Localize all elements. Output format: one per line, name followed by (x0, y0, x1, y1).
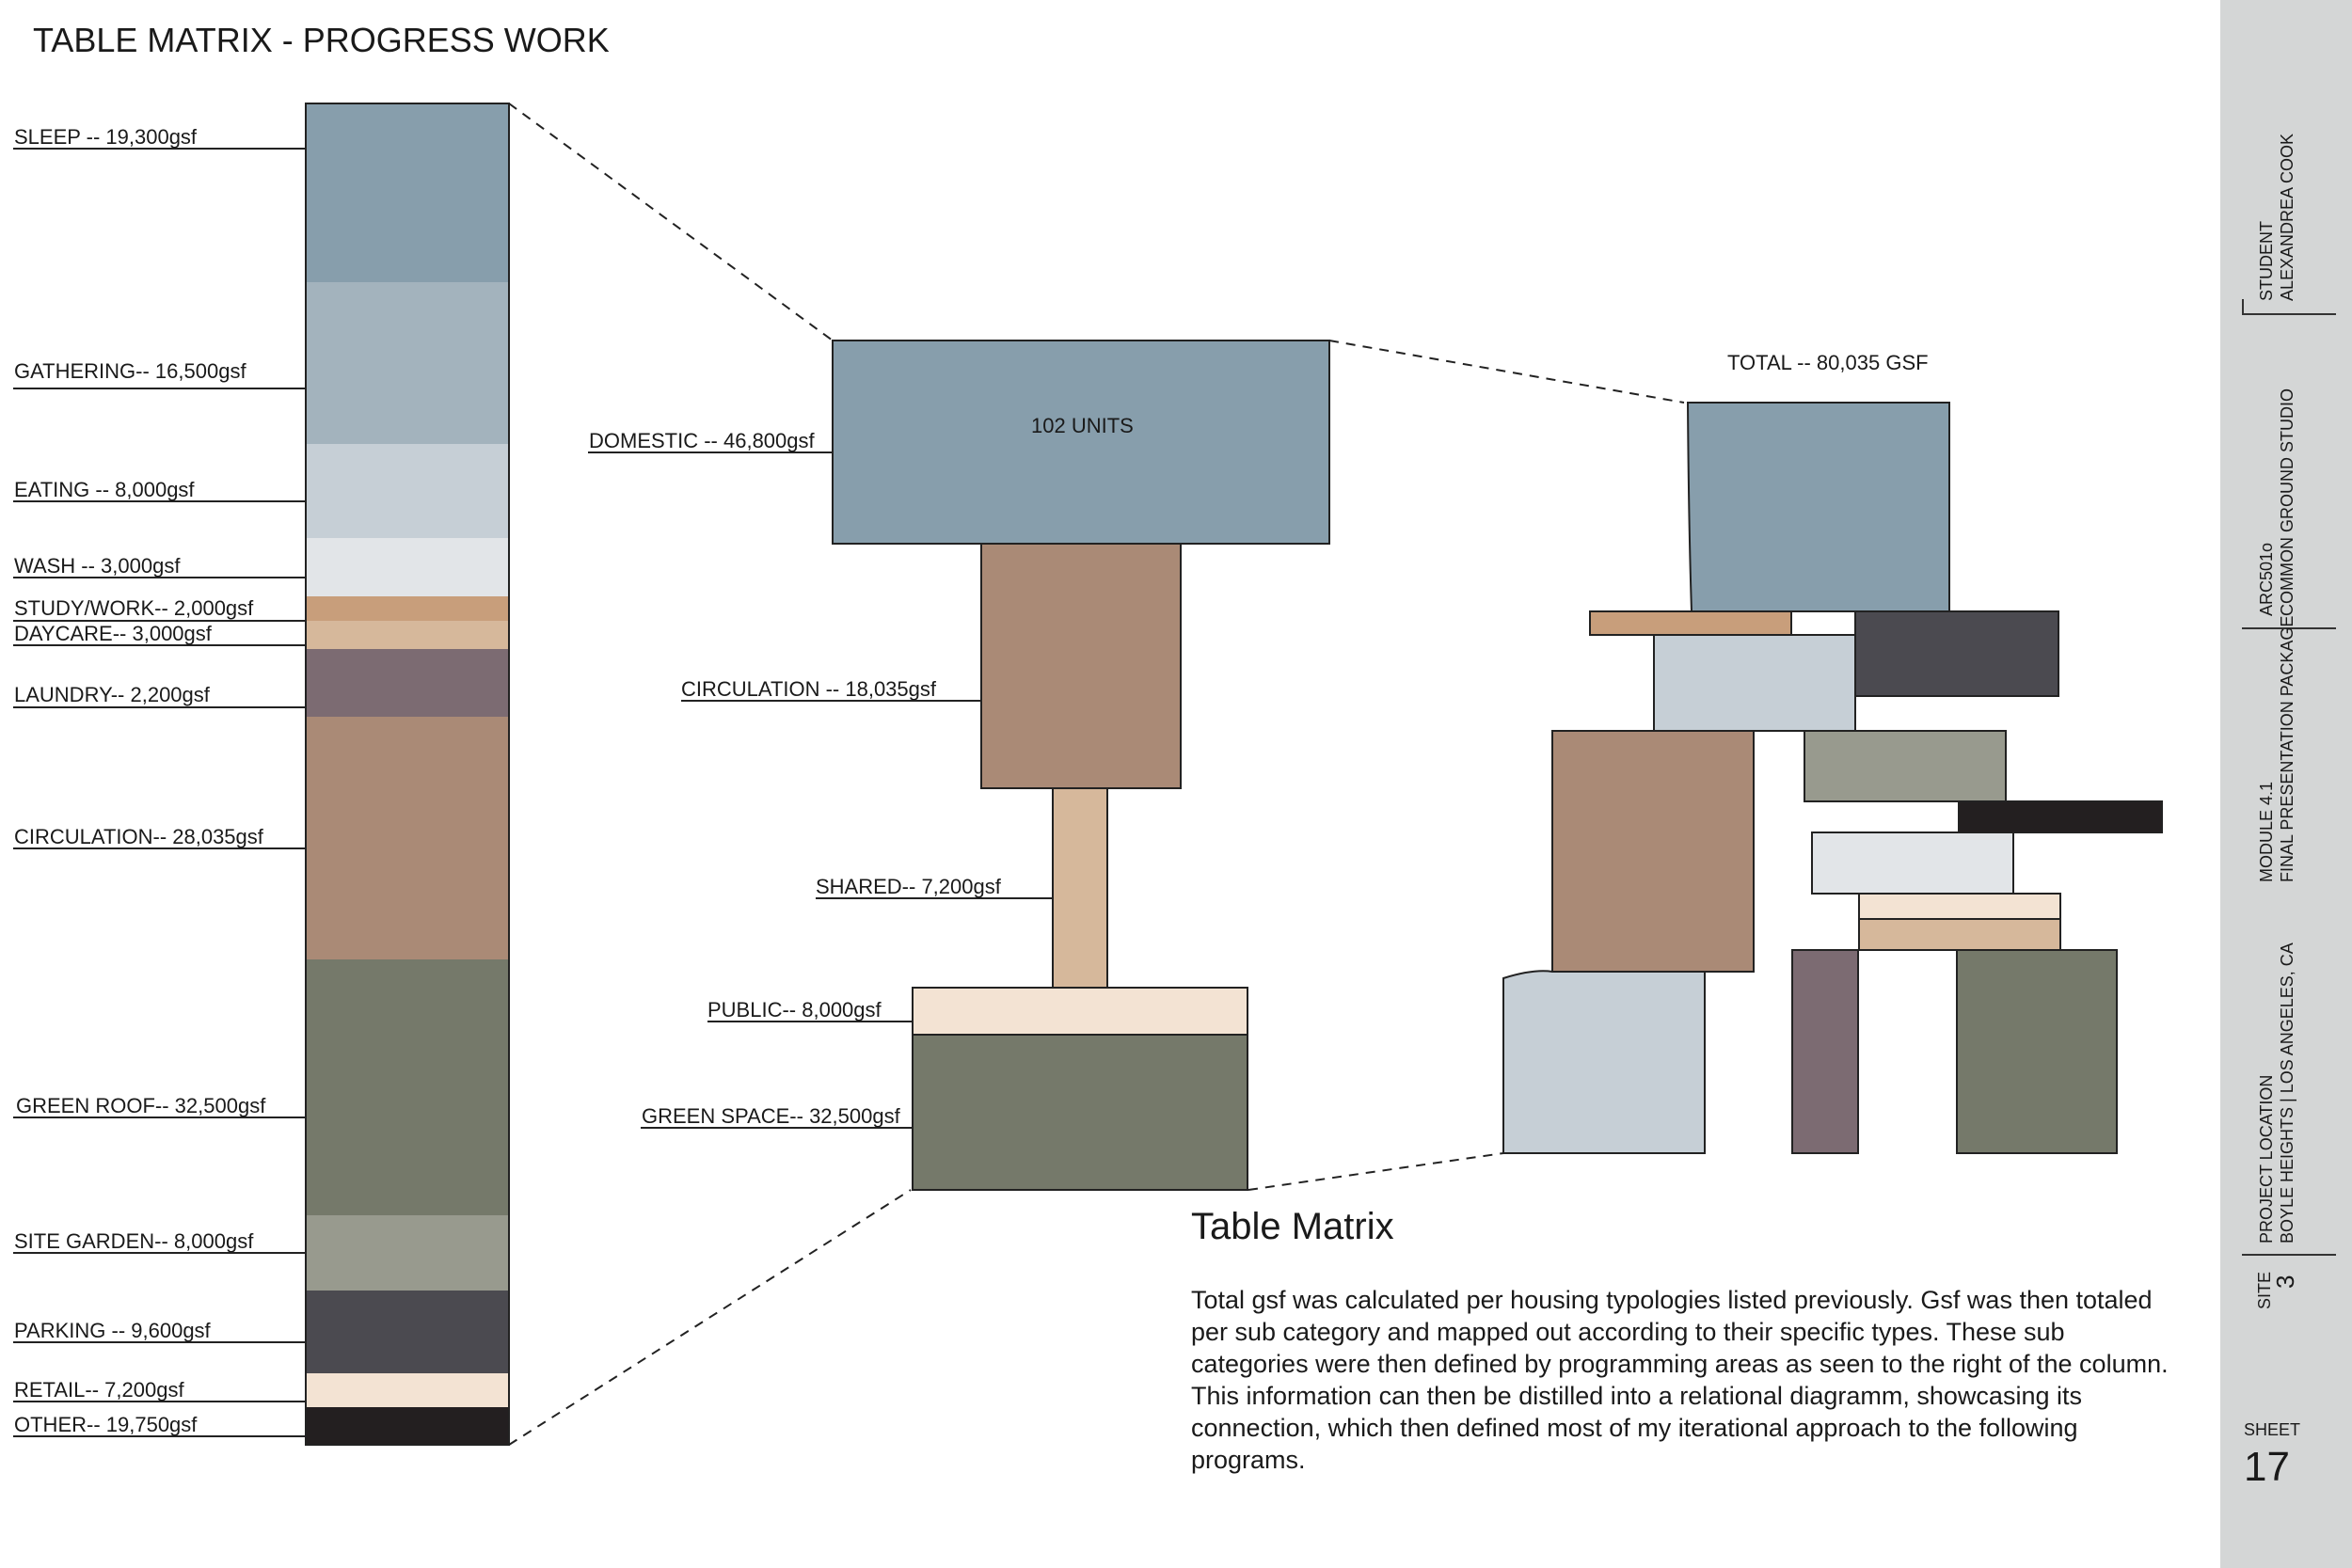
column-seg-daycare (306, 621, 509, 649)
column-label: CIRCULATION-- 28,035gsf (14, 825, 264, 848)
course-name: COMMON GROUND STUDIO (2278, 388, 2296, 616)
rel-block-retail (1858, 893, 2061, 920)
column-seg-sleep (306, 103, 509, 282)
rel-block-parking (1854, 610, 2059, 697)
student-name: ALEXANDREA COOK (2278, 133, 2296, 301)
student-label: STUDENT (2257, 221, 2276, 301)
location-block: PROJECT LOCATION BOYLE HEIGHTS | LOS ANG… (2256, 942, 2297, 1243)
units-label: 102 UNITS (1031, 414, 1134, 437)
category-public-label: PUBLIC-- 8,000gsf (707, 998, 882, 1022)
rel-block-eating (1653, 634, 1856, 732)
total-label: TOTAL -- 80,035 GSF (1727, 351, 1929, 374)
category-circulation-label: CIRCULATION -- 18,035gsf (681, 677, 937, 701)
rel-block-gathering (1502, 970, 1706, 1154)
column-label: STUDY/WORK-- 2,000gsf (14, 596, 254, 620)
connector-lines (508, 103, 1685, 1446)
rel-block-wash (1811, 832, 2014, 895)
title-block (2220, 0, 2352, 1568)
category-green-space (912, 1034, 1248, 1191)
category-diagram (832, 340, 1330, 1191)
sheet-label: SHEET (2244, 1420, 2301, 1439)
column-label: SLEEP -- 19,300gsf (14, 125, 198, 149)
rel-block-daycare (1858, 918, 2061, 951)
rel-block-site-garden (1804, 730, 2007, 802)
column-labels (13, 148, 306, 1437)
column-seg-laundry (306, 649, 509, 717)
module-block: MODULE 4.1 FINAL PRESENTATION PACKAGE (2256, 616, 2297, 882)
sheet-number: 17 (2244, 1444, 2290, 1490)
column-seg-circulation (306, 717, 509, 959)
category-leaders (588, 451, 1053, 1129)
divider (2242, 627, 2336, 629)
column-seg-study-work (306, 596, 509, 621)
module-name: FINAL PRESENTATION PACKAGE (2278, 615, 2296, 882)
column-label: OTHER-- 19,750gsf (14, 1413, 198, 1436)
location-label: PROJECT LOCATION (2257, 1074, 2276, 1243)
category-green-space-label: GREEN SPACE-- 32,500gsf (642, 1104, 901, 1128)
course-code: ARC501o (2257, 542, 2276, 616)
category-domestic (832, 340, 1330, 545)
column-label: GATHERING-- 16,500gsf (14, 359, 246, 383)
rel-block-green-roof (1956, 949, 2118, 1154)
description-body: Total gsf was calculated per housing typ… (1191, 1286, 2169, 1474)
column-seg-wash (306, 538, 509, 596)
column-seg-other (306, 1407, 509, 1445)
column-label: SITE GARDEN-- 8,000gsf (14, 1229, 254, 1253)
column-seg-gathering (306, 282, 509, 444)
description-title: Table Matrix (1191, 1206, 1394, 1247)
category-shared-label: SHARED-- 7,200gsf (816, 875, 1002, 898)
column-label: PARKING -- 9,600gsf (14, 1319, 212, 1342)
column-seg-retail (306, 1373, 509, 1407)
column-label: GREEN ROOF-- 32,500gsf (16, 1094, 266, 1117)
rel-block-circulation (1551, 730, 1755, 973)
column-seg-green-roof (306, 959, 509, 1215)
location-name: BOYLE HEIGHTS | LOS ANGELES, CA (2278, 942, 2296, 1243)
divider (2242, 299, 2244, 313)
category-domestic-label: DOMESTIC -- 46,800gsf (589, 429, 816, 452)
column-seg-eating (306, 444, 509, 538)
column-seg-site-garden (306, 1215, 509, 1291)
column-label: WASH -- 3,000gsf (14, 554, 181, 578)
course-block: ARC501o COMMON GROUND STUDIO (2256, 388, 2297, 616)
rel-block-study-work (1589, 610, 1792, 636)
relational-diagram (1502, 402, 2163, 1154)
column-label: RETAIL-- 7,200gsf (14, 1378, 184, 1402)
category-public (912, 987, 1248, 1036)
column-outline (305, 103, 510, 1446)
student-block: STUDENT ALEXANDREA COOK (2256, 134, 2297, 301)
divider (2242, 313, 2336, 315)
program-column (305, 103, 510, 1446)
category-circulation (980, 543, 1182, 789)
column-seg-parking (306, 1291, 509, 1373)
divider (2242, 1254, 2336, 1256)
column-label: EATING -- 8,000gsf (14, 478, 195, 501)
rel-block-other (1958, 800, 2163, 833)
rel-block-laundry (1791, 949, 1859, 1154)
page-title: TABLE MATRIX - PROGRESS WORK (33, 21, 610, 59)
module-label: MODULE 4.1 (2257, 781, 2276, 882)
rel-block-sleep (1686, 402, 1950, 612)
column-label: DAYCARE-- 3,000gsf (14, 622, 213, 645)
site-number: 3 (2271, 1275, 2299, 1289)
category-shared (1052, 787, 1108, 989)
column-label: LAUNDRY-- 2,200gsf (14, 683, 211, 706)
rel-block-wash-small (1790, 610, 1856, 636)
